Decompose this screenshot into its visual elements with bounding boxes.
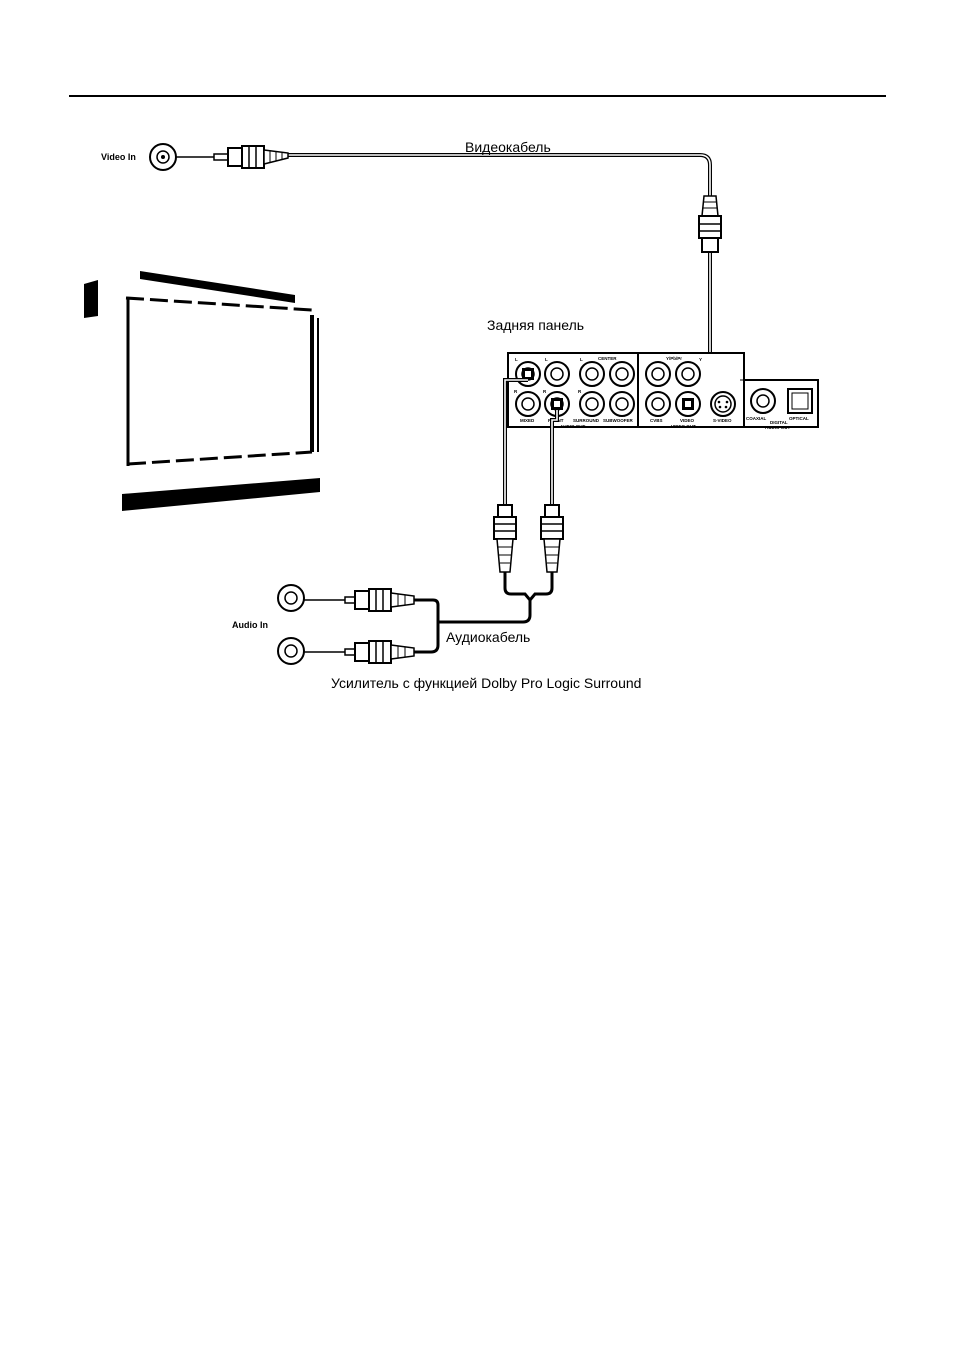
panel-label-l1: L <box>515 357 518 362</box>
audio-plug-right <box>541 505 563 572</box>
audio-plug-left <box>494 505 516 572</box>
panel-label-video: VIDEO <box>680 418 695 423</box>
coaxial-jack <box>751 389 775 413</box>
video-cable-label: Видеокабель <box>465 139 551 155</box>
panel-label-digital-audio-out: AUDIO OUT <box>765 425 791 430</box>
panel-label-center: CENTER <box>598 356 617 361</box>
audio-in-label: Audio In <box>232 620 268 630</box>
panel-label-video-out: VIDEO OUT <box>671 424 696 429</box>
panel-label-mixed: MIXED <box>520 418 535 423</box>
panel-label-s-video: S-VIDEO <box>713 418 732 423</box>
optical-jack <box>788 389 812 413</box>
video-plug-tv <box>214 146 288 168</box>
panel-label-ypbpr: Y/Pb/Pr <box>666 356 682 361</box>
s-video-jack <box>711 392 735 416</box>
panel-label-surround: SURROUND <box>573 418 600 423</box>
tv-illustration <box>84 271 320 511</box>
tv-video-in-jack <box>150 144 176 170</box>
panel-label-l3: L <box>580 357 583 362</box>
panel-label-cvbs: CVBS <box>650 418 663 423</box>
panel-label-subwoofer: SUBWOOFER <box>603 418 633 423</box>
panel-label-audio-out: AUDIO OUT <box>560 424 586 429</box>
audio-plug-amp-top <box>345 589 414 611</box>
audio-cable-label: Аудиокабель <box>446 629 530 645</box>
amp-audio-in-jacks <box>278 585 304 664</box>
rear-panel-label: Задняя панель <box>487 317 584 333</box>
video-plug-panel <box>699 196 721 252</box>
video-in-label: Video In <box>101 152 136 162</box>
panel-label-optical: OPTICAL <box>789 416 809 421</box>
panel-label-y: Y <box>699 357 702 362</box>
amplifier-label: Усилитель с функцией Dolby Pro Logic Sur… <box>331 675 641 691</box>
panel-label-coaxial: COAXIAL <box>746 416 767 421</box>
audio-plug-amp-bottom <box>345 641 414 663</box>
panel-label-l2: L <box>545 357 548 362</box>
